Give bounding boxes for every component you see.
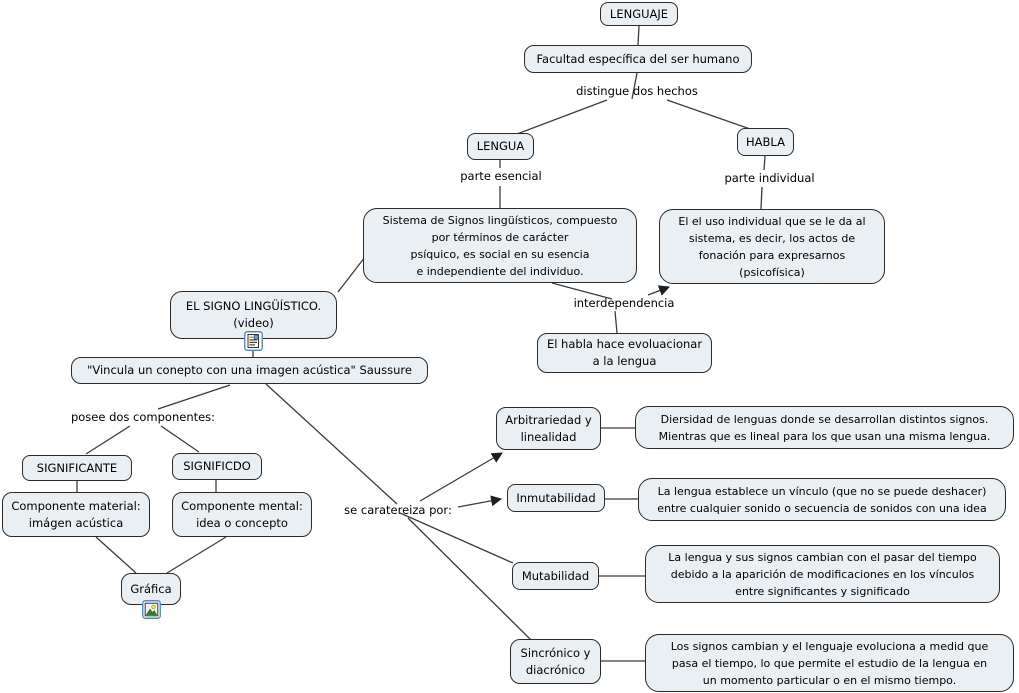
concept-arbitrariedad-linealidad[interactable]: Arbitrariedad y linealidad xyxy=(496,407,601,450)
concept-lenguaje[interactable]: LENGUAJE xyxy=(600,2,678,26)
connector-caracteriza-arbitrariedad-arrow xyxy=(419,452,503,502)
connector-interdependencia-evolucionar xyxy=(614,310,618,334)
concept-uso-individual[interactable]: El el uso individual que se le da al sis… xyxy=(659,209,885,284)
connector-vincula-posee xyxy=(157,384,231,410)
connector-vincula-caracteriza xyxy=(265,383,398,505)
connector-mental-grafica xyxy=(166,536,227,574)
concept-grafica[interactable]: Gráfica xyxy=(121,573,181,605)
concept-desc-mutabilidad[interactable]: La lengua y sus signos cambian con el pa… xyxy=(645,545,1000,603)
connector-caracteriza-inmutabilidad-arrow xyxy=(457,495,503,508)
connector-distingue-lengua xyxy=(516,99,608,135)
concept-componente-material[interactable]: Componente material: imágen acústica xyxy=(2,492,150,537)
linking-phrase-parte-individual[interactable]: parte individual xyxy=(724,171,815,185)
connector-distingue-habla xyxy=(666,99,754,131)
linking-phrase-interdependencia[interactable]: interdependencia xyxy=(573,296,675,310)
connector-facultad-distingue xyxy=(631,72,638,100)
connector-posee-significdo xyxy=(160,425,200,453)
connector-lenguaje-facultad xyxy=(637,25,640,46)
connector-posee-significante xyxy=(85,425,131,455)
concept-significante[interactable]: SIGNIFICANTE xyxy=(22,455,132,481)
concept-vincula-saussure[interactable]: "Vincula un conepto con una imagen acúst… xyxy=(71,357,428,384)
concept-sistema-de-signos[interactable]: Sistema de Signos lingüísticos, compuest… xyxy=(363,208,637,283)
linking-phrase-posee-dos-componentes[interactable]: posee dos componentes: xyxy=(70,410,216,424)
connector-material-grafica xyxy=(95,536,137,574)
concept-signo-linguistico[interactable]: EL SIGNO LINGÜÍSTICO. (video) xyxy=(170,291,337,339)
concept-sincronico-diacronico[interactable]: Sincrónico y diacrónico xyxy=(510,639,601,684)
concept-desc-arbitrariedad[interactable]: Diersidad de lenguas donde se desarrolla… xyxy=(635,406,1014,449)
concept-facultad[interactable]: Facultad específica del ser humano xyxy=(524,45,752,73)
image-resource-icon[interactable] xyxy=(142,600,161,619)
concept-mutabilidad[interactable]: Mutabilidad xyxy=(512,562,599,590)
connector-sistema-signo xyxy=(337,256,366,293)
concept-lengua[interactable]: LENGUA xyxy=(467,133,534,160)
concept-habla-evoluciona-lengua[interactable]: El habla hace evoluacionar a la lengua xyxy=(537,333,712,373)
connector-parte-individual-uso xyxy=(760,186,763,210)
concept-habla[interactable]: HABLA xyxy=(737,128,794,156)
linking-phrase-distingue-dos-hechos[interactable]: distingue dos hechos xyxy=(576,84,698,98)
connector-caracteriza-mutabilidad xyxy=(399,512,514,564)
concept-significdo[interactable]: SIGNIFICDO xyxy=(172,453,262,480)
connector-interdependencia-uso-arrow xyxy=(647,285,671,296)
connector-caracteriza-sincronico xyxy=(407,517,533,642)
linking-phrase-parte-esencial[interactable]: parte esencial xyxy=(460,169,542,183)
concept-inmutabilidad[interactable]: Inmutabilidad xyxy=(507,484,605,512)
connector-sistema-interdependencia xyxy=(551,282,613,300)
concept-desc-sincronico[interactable]: Los signos cambian y el lenguaje evoluci… xyxy=(645,634,1014,692)
concept-desc-inmutabilidad[interactable]: La lengua establece un vínculo (que no s… xyxy=(638,478,1006,521)
linking-phrase-se-caracteriza-por[interactable]: se caratereiza por: xyxy=(344,503,452,517)
connector-habla-parte-individual xyxy=(763,155,766,171)
concept-componente-mental[interactable]: Componente mental: idea o concepto xyxy=(172,492,312,537)
video-resource-icon[interactable] xyxy=(244,331,263,351)
